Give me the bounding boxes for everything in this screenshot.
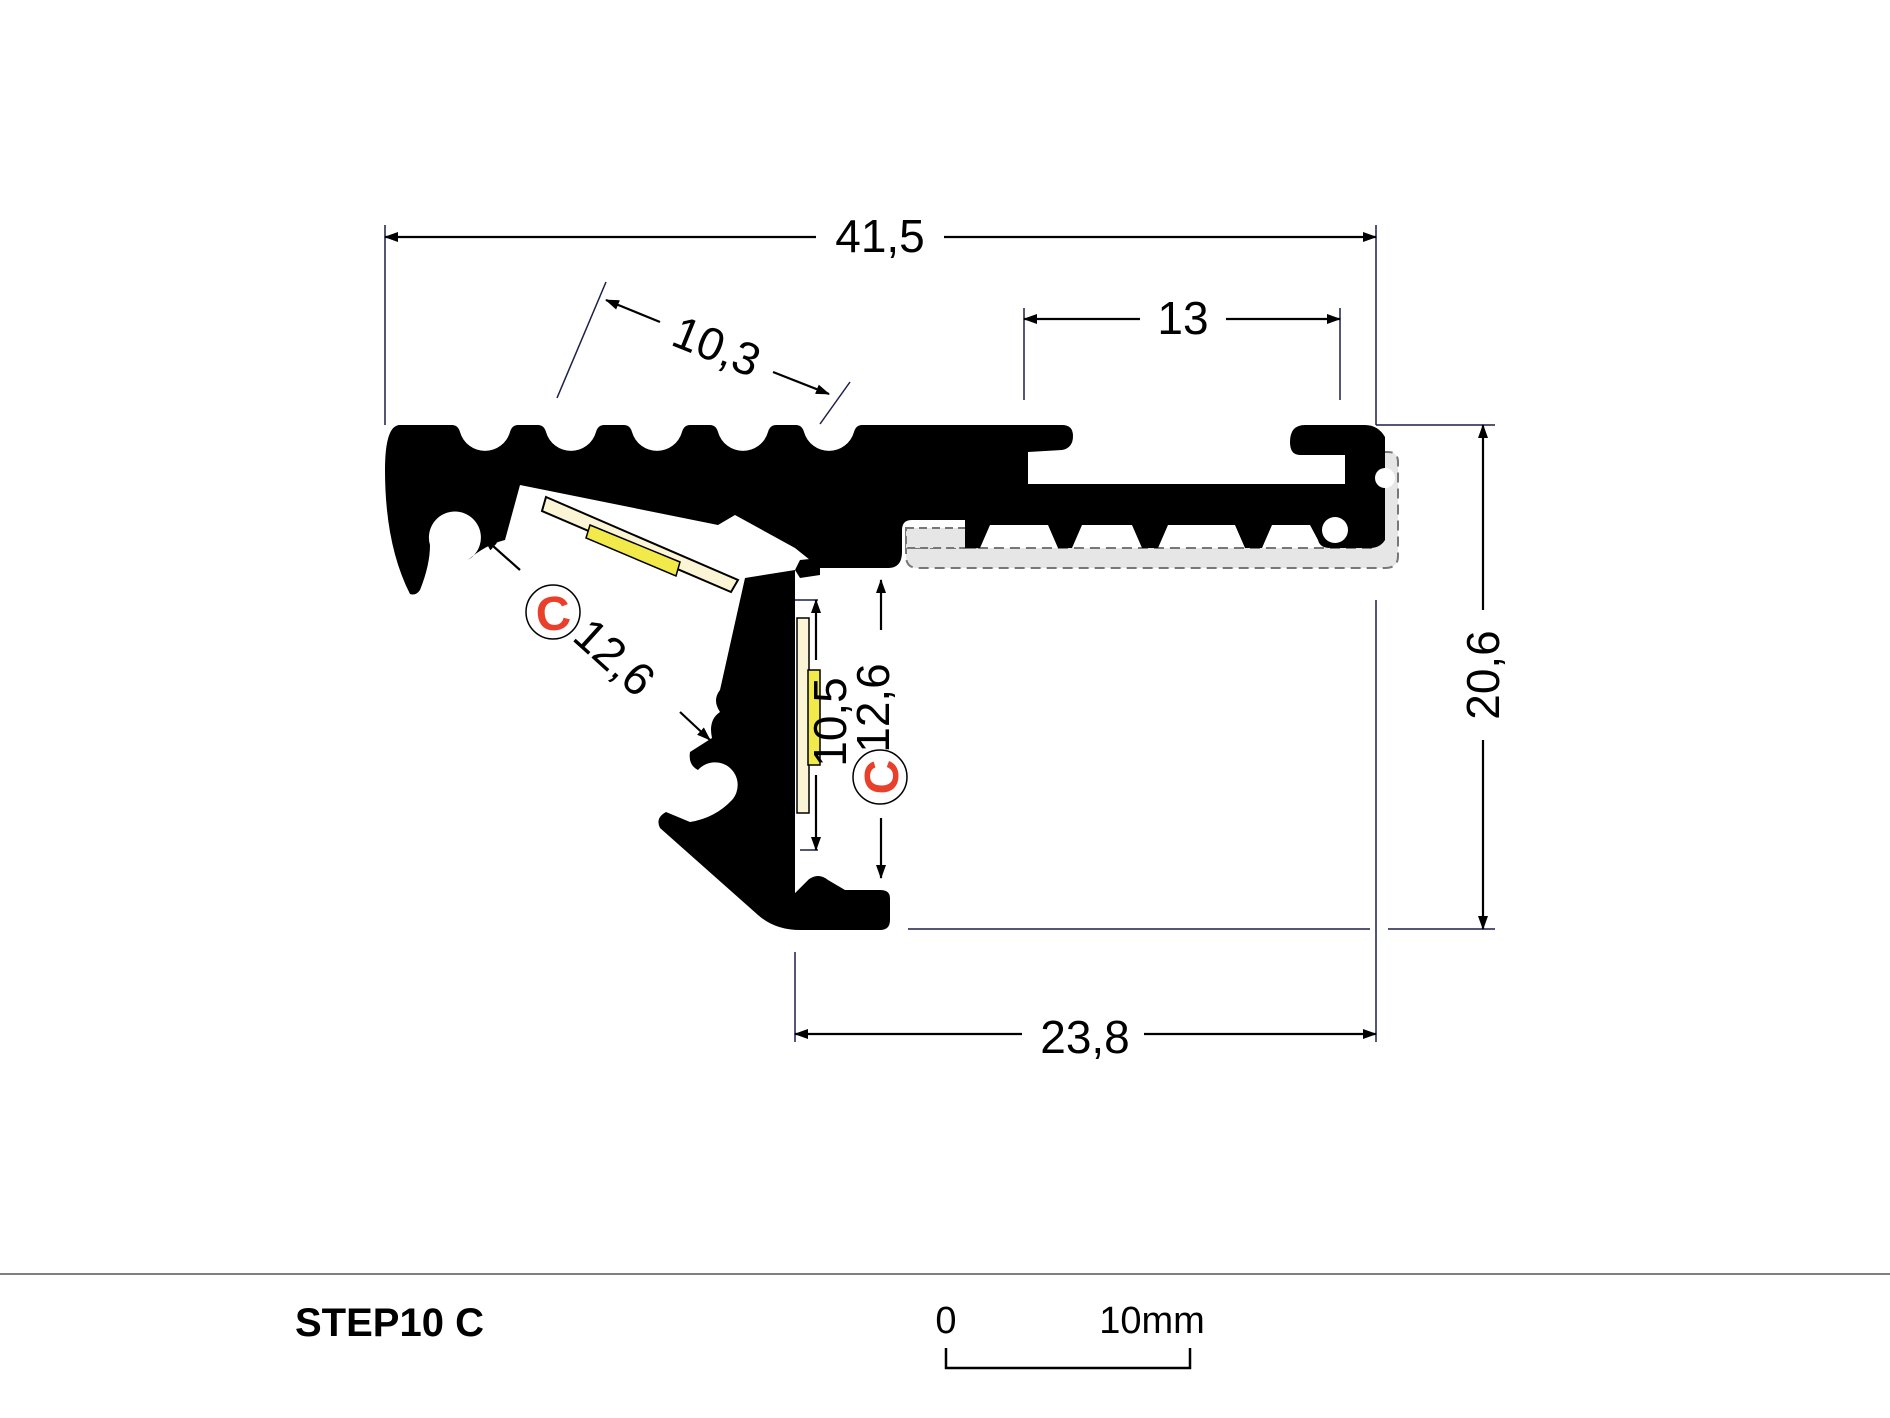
angled-led-strip bbox=[540, 495, 740, 594]
c-marker-angled-label: C bbox=[533, 586, 573, 642]
bottom-width-label: 23,8 bbox=[1040, 1011, 1130, 1063]
dim-overall-width: 41,5 bbox=[384, 210, 1377, 262]
c-marker-angled: C bbox=[525, 584, 581, 643]
scale-end-label: 10mm bbox=[1099, 1300, 1205, 1342]
vertical-led-strip bbox=[796, 617, 821, 814]
groove-section-label: 10,3 bbox=[666, 305, 768, 387]
scale-bar: 0 10mm bbox=[935, 1300, 1205, 1370]
dim-top-right: 13 bbox=[1023, 292, 1341, 344]
vertical-led-label: 12,6 bbox=[847, 663, 899, 753]
vertical-inner-label: 10,5 bbox=[804, 677, 856, 767]
c-marker-vertical: C bbox=[852, 749, 909, 805]
dim-bottom-width: 23,8 bbox=[794, 1011, 1377, 1063]
product-name: STEP10 C bbox=[295, 1301, 484, 1345]
dim-height: 20,6 bbox=[1457, 424, 1509, 930]
angled-led-label: 12,6 bbox=[564, 608, 665, 707]
dim-vertical-inner: 10,5 bbox=[804, 599, 856, 851]
overall-width-label: 41,5 bbox=[835, 210, 925, 262]
height-label: 20,6 bbox=[1457, 630, 1509, 720]
profile-cutouts bbox=[1028, 452, 1395, 543]
dim-vertical-led: 12,6 bbox=[847, 579, 899, 879]
dim-groove-section: 10,3 bbox=[605, 298, 830, 396]
c-marker-vertical-label: C bbox=[856, 760, 909, 795]
scale-start-label: 0 bbox=[935, 1300, 956, 1342]
top-right-label: 13 bbox=[1157, 292, 1208, 344]
extension-lines bbox=[384, 225, 1495, 1042]
scale-bar-line bbox=[944, 1348, 1192, 1370]
